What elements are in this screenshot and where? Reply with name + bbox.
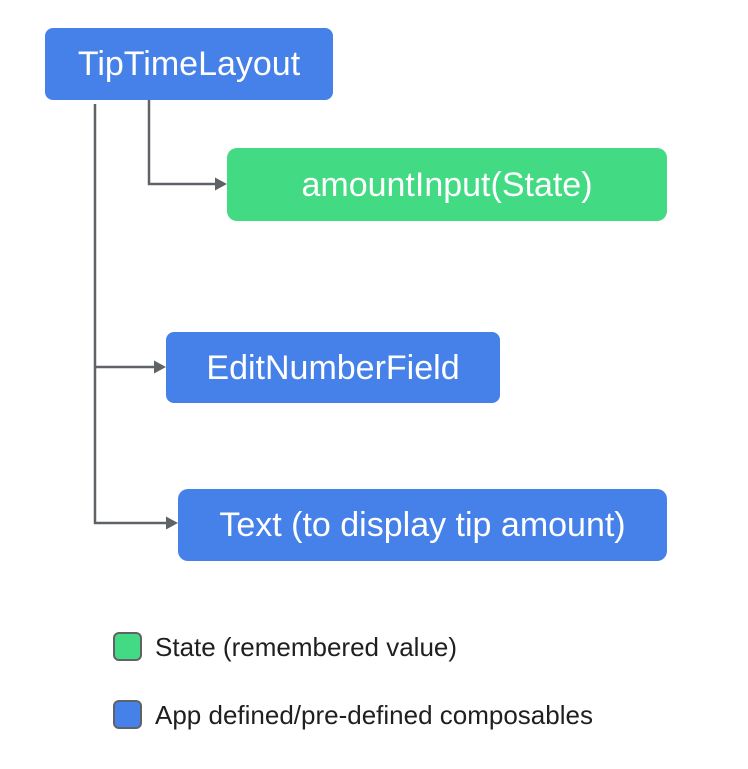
legend-item-state: State (remembered value) [113,632,457,661]
composable-swatch-icon [113,700,142,729]
arrowhead-text [166,516,178,530]
legend-item-composables: App defined/pre-defined composables [113,700,593,729]
node-text-display-tip-amount: Text (to display tip amount) [178,489,667,561]
arrowhead-editnumberfield [154,360,166,374]
arrowhead-amountinput [215,177,227,191]
node-amountinput-state: amountInput(State) [227,148,667,221]
node-editnumberfield: EditNumberField [166,332,500,403]
node-tiptimelayout: TipTimeLayout [45,28,333,100]
legend-item-label: App defined/pre-defined composables [155,699,593,730]
state-swatch-icon [113,632,142,661]
edge-tiptimelayout-amountinput [147,99,216,186]
legend-item-label: State (remembered value) [155,631,458,662]
